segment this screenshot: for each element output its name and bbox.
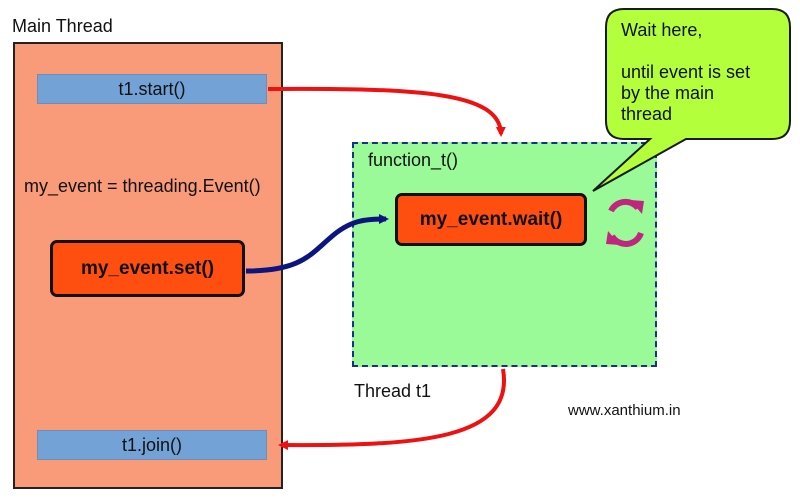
callout-text: Wait here, until event is set by the mai… — [621, 20, 781, 125]
refresh-loop-icon — [608, 198, 644, 247]
function-t-label: function_t() — [368, 150, 459, 170]
join-arrow — [278, 368, 507, 451]
thread-join-call: t1.join() — [37, 430, 267, 460]
event-wait-call: my_event.wait() — [395, 193, 587, 246]
main-thread-title: Main Thread — [12, 16, 113, 36]
thread-start-label: t1.start() — [118, 78, 186, 99]
thread-start-call: t1.start() — [37, 74, 267, 104]
callout-line-1: Wait here, — [621, 20, 703, 40]
event-set-label: my_event.set() — [80, 257, 215, 279]
loop-arrowhead-top — [630, 200, 644, 214]
callout-line-3: by the main — [621, 83, 715, 103]
event-assignment-text: my_event = threading.Event() — [24, 176, 261, 196]
event-set-call: my_event.set() — [50, 240, 245, 297]
callout-bubble — [592, 8, 791, 192]
callout-line-4: thread — [621, 104, 673, 124]
loop-arrowhead-bottom — [606, 231, 620, 245]
thread-t1-label: Thread t1 — [354, 381, 432, 401]
thread-join-label: t1.join() — [121, 434, 183, 455]
set-to-wait-arrow — [245, 214, 389, 274]
start-arrow — [267, 86, 506, 137]
function-t-box — [352, 142, 657, 367]
event-wait-label: my_event.wait() — [419, 208, 563, 230]
callout-line-2: until event is set — [621, 62, 751, 82]
website-credit: www.xanthium.in — [568, 402, 681, 419]
